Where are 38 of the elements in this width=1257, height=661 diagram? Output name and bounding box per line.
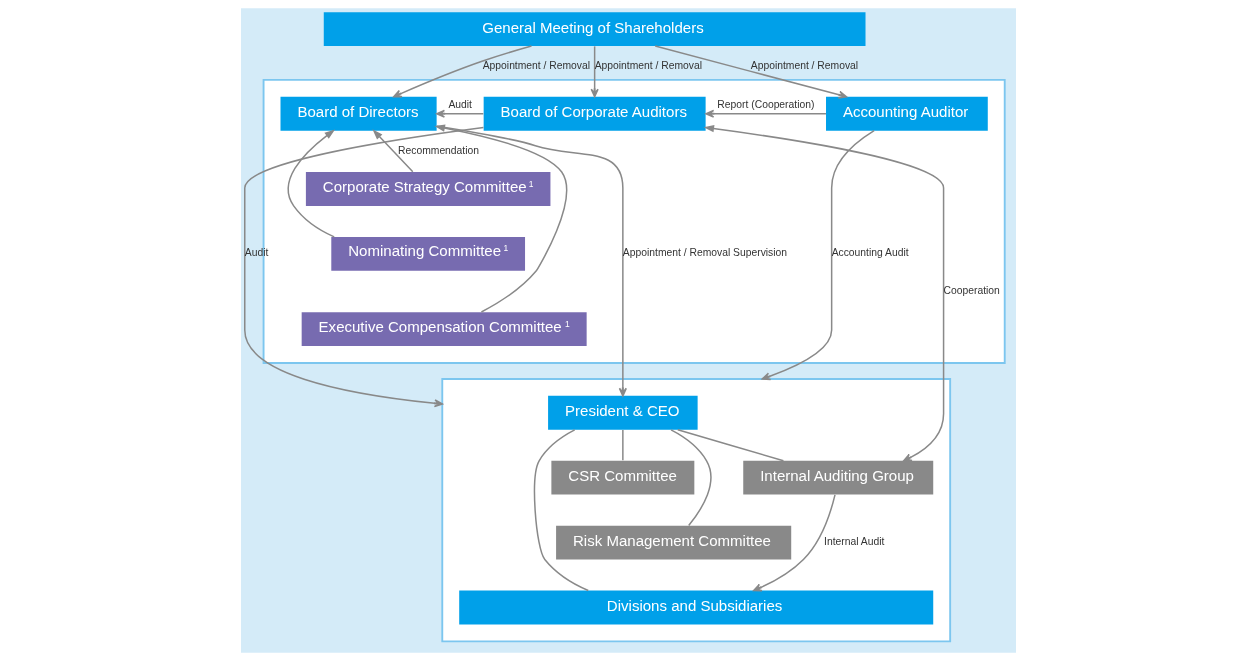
edge-label: Audit (448, 98, 472, 110)
edge-label: Recommendation (398, 144, 480, 156)
arrow (752, 494, 836, 592)
node-box: Nominating Committee$^{1}$ (331, 236, 526, 271)
node-box: President & CEO (548, 395, 698, 430)
arrow (654, 45, 848, 99)
edge-label: Report (Cooperation) (717, 98, 815, 110)
node-box: General Meeting of Shareholders (323, 12, 866, 46)
edge-label: Audit (244, 247, 269, 259)
arrow (703, 124, 945, 462)
node-box: Risk Management Committee (556, 525, 792, 560)
node-box: Divisions and Subsidiaries (459, 590, 934, 625)
node-box: Executive Compensation Committee$^{1}$ (301, 312, 587, 346)
node-box: Accounting Auditor (826, 96, 988, 131)
arrow (761, 129, 875, 381)
connector (677, 429, 785, 462)
node-box: Corporate Strategy Committee$^{1}$ (305, 172, 551, 206)
arrow (287, 129, 336, 238)
edge-label: Internal Audit (824, 536, 885, 548)
edge-label: Appointment / Removal (594, 60, 702, 72)
arrow (705, 109, 827, 118)
connector (533, 429, 589, 592)
node-box: Internal Auditing Group (743, 460, 934, 495)
edge-label: Accounting Audit (831, 247, 909, 259)
arrow (436, 109, 485, 118)
edge-label: Cooperation (943, 285, 1000, 297)
connector (622, 429, 624, 462)
node-box: CSR Committee (551, 460, 695, 495)
arrow (372, 129, 414, 173)
node-box: Board of Directors (280, 96, 437, 131)
connector (670, 429, 712, 527)
arrow (590, 45, 599, 98)
cluster (441, 378, 952, 643)
edge-label: Appointment / Removal (482, 60, 591, 72)
node-box: Board of Corporate Auditors (483, 96, 706, 131)
edge-label: Appointment / Removal (750, 60, 859, 72)
arrow (392, 45, 533, 98)
edge-label: Appointment / Removal Supervision (622, 247, 788, 259)
